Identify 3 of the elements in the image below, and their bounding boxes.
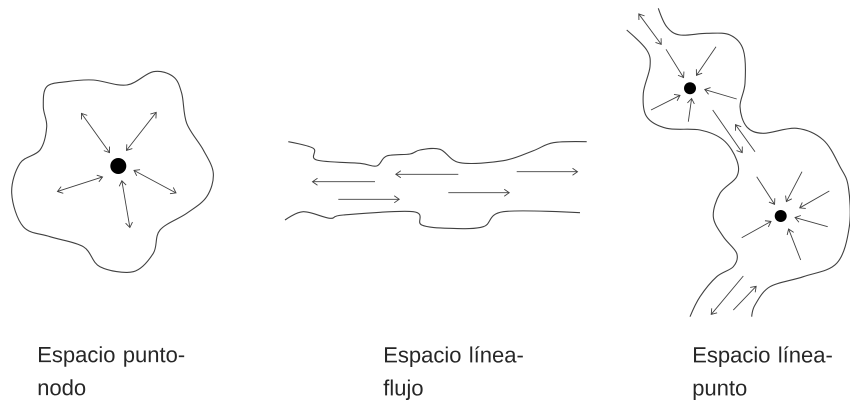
caption: Espacio punto-nodo [38, 346, 184, 396]
caption: Espacio línea-punto [694, 346, 832, 400]
caption: Espacio línea-flujo [384, 346, 523, 400]
